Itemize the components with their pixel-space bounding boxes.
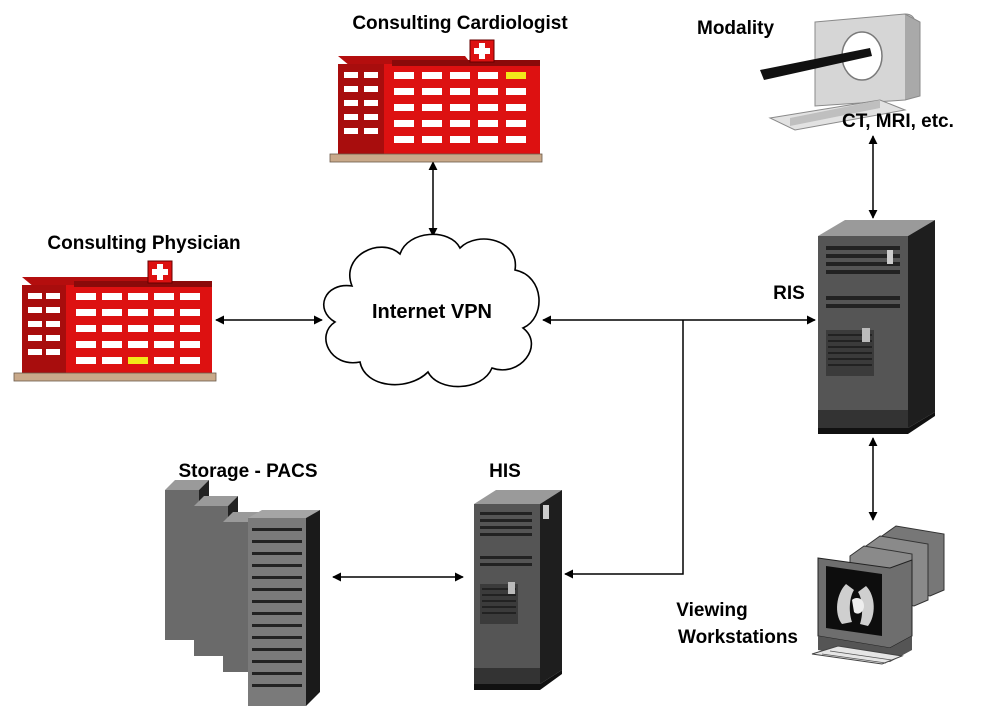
label-storage: Storage - PACS [178, 461, 317, 482]
monitor-icon [811, 525, 945, 665]
window-grid [344, 72, 526, 143]
server-rack-icon [165, 480, 320, 706]
connections [215, 135, 878, 582]
label-internet: Internet VPN [372, 301, 492, 323]
link-internet-his [564, 320, 684, 579]
cloud-icon [323, 233, 540, 388]
hospital-icon [329, 39, 543, 163]
label-ris: RIS [773, 283, 805, 304]
labels: Consulting Cardiologist Consulting Physi… [47, 13, 954, 648]
label-viewing-line1: Viewing [676, 600, 747, 621]
label-physician: Consulting Physician [47, 233, 240, 254]
label-modality: Modality [697, 18, 774, 39]
server-tower-icon [818, 220, 935, 434]
label-viewing-line2: Workstations [678, 627, 798, 648]
server-tower-icon [474, 490, 562, 690]
label-his: HIS [489, 461, 521, 482]
ct-scanner-icon [760, 13, 921, 131]
label-modality-types: CT, MRI, etc. [842, 111, 954, 132]
hospital-icon [13, 260, 217, 382]
label-cardiologist: Consulting Cardiologist [352, 13, 568, 34]
window-grid [28, 293, 200, 364]
